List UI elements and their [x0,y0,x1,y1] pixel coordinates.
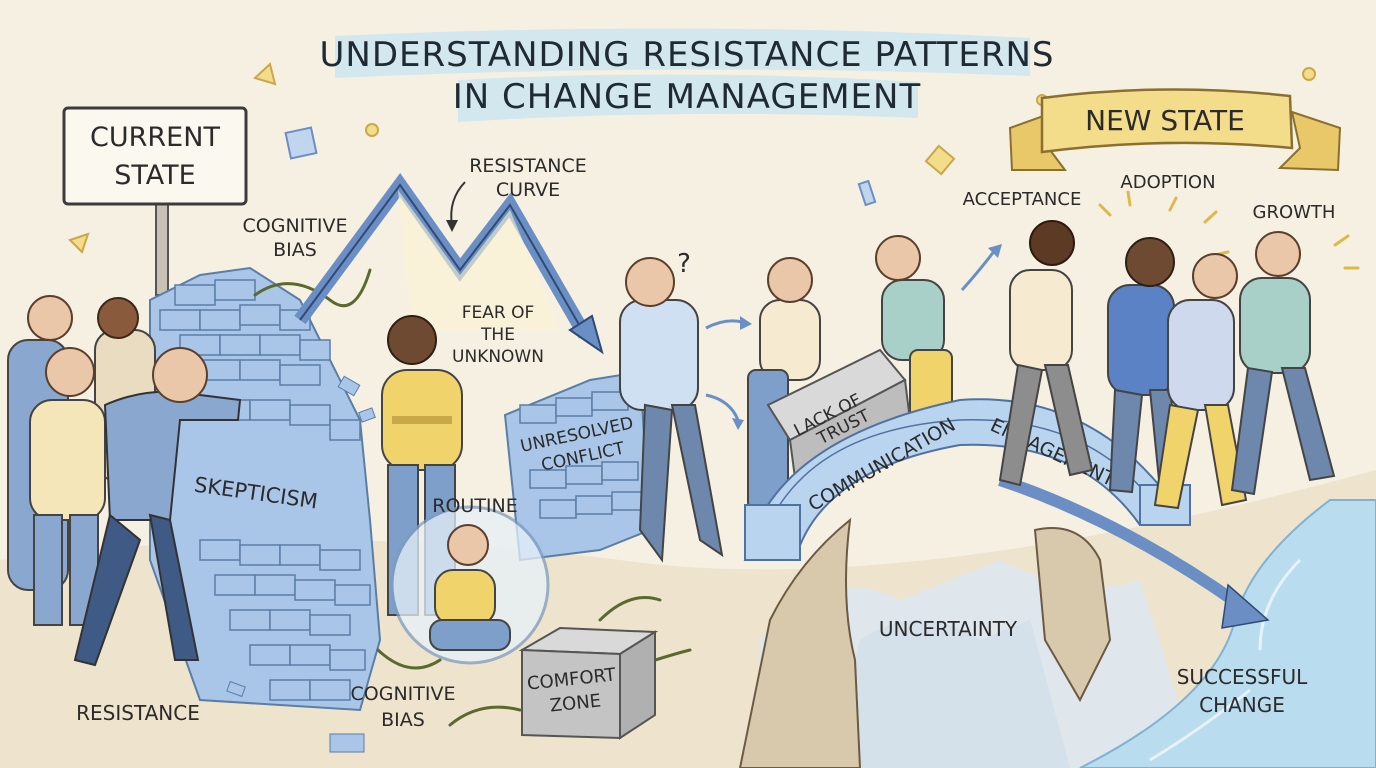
current-state-label-1: CURRENT [90,122,220,153]
resistance-label: RESISTANCE [76,701,200,725]
cognitive-bias-bottom-label-2: BIAS [381,709,425,731]
growth-label: GROWTH [1253,202,1336,223]
fear-unknown-label-1: FEAR OF [462,303,535,323]
fear-unknown-label-3: UNKNOWN [452,347,544,367]
title-line-2: IN CHANGE MANAGEMENT [453,77,921,117]
question-mark-icon: ? [677,249,691,279]
resistance-curve-label-1: RESISTANCE [469,155,587,177]
fear-unknown-label-2: THE [480,325,515,345]
acceptance-label: ACCEPTANCE [963,189,1082,210]
adoption-label: ADOPTION [1120,172,1215,193]
uncertainty-label: UNCERTAINTY [879,617,1018,641]
routine-label: ROUTINE [432,495,518,517]
cognitive-bias-bottom-label-1: COGNITIVE [351,683,456,705]
cognitive-bias-top-label-1: COGNITIVE [243,215,348,237]
successful-change-label-2: CHANGE [1199,693,1285,717]
cognitive-bias-top-label-2: BIAS [273,239,317,261]
title-line-1: UNDERSTANDING RESISTANCE PATTERNS [320,35,1055,75]
successful-change-label-1: SUCCESSFUL [1177,665,1308,689]
resistance-curve-label-2: CURVE [496,179,560,201]
current-state-label-2: STATE [114,160,195,191]
comfort-zone-block: COMFORT ZONE [522,628,655,738]
new-state-label: NEW STATE [1085,104,1245,137]
